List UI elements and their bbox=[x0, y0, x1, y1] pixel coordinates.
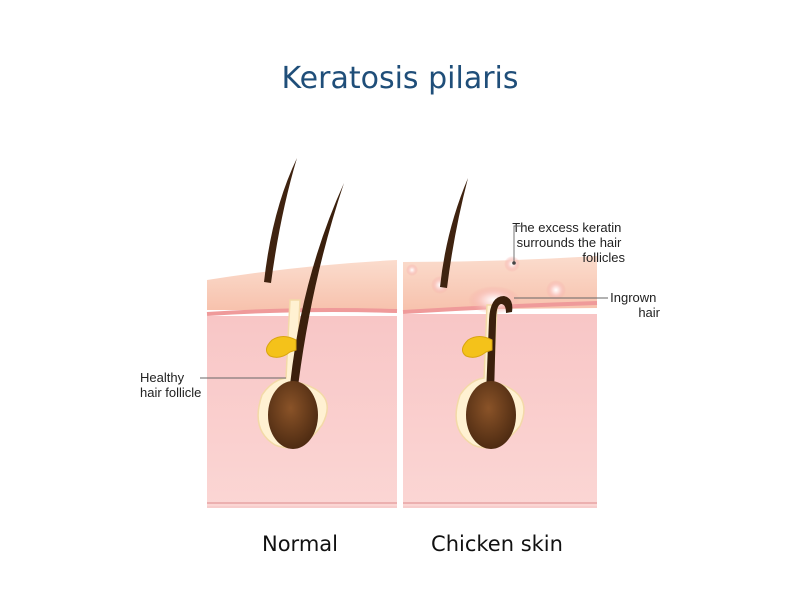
svg-text:Healthy hair follicle: Healthy hair follicle bbox=[140, 370, 201, 400]
normal-basal-layer bbox=[206, 308, 398, 316]
annotation-healthy-line1: Healthy bbox=[140, 370, 185, 385]
svg-text:Ingrown hair: Ingrown hair bbox=[610, 290, 661, 320]
annotation-keratin-line2: surrounds the hair bbox=[517, 235, 622, 250]
ingrown-hair bbox=[486, 296, 513, 395]
normal-hair-left bbox=[264, 158, 297, 283]
normal-sebaceous-gland bbox=[266, 336, 297, 358]
annotation-ingrown-line2: hair bbox=[638, 305, 660, 320]
svg-text:The excess keratin sur: The excess keratin surrounds the hair fo… bbox=[512, 220, 625, 265]
panel-normal: Healthy hair follicle Normal bbox=[140, 158, 398, 556]
annotation-keratin-line3: follicles bbox=[582, 250, 625, 265]
annotation-excess-keratin: The excess keratin surrounds the hair fo… bbox=[512, 220, 625, 265]
annotation-healthy-follicle: Healthy hair follicle bbox=[140, 370, 286, 400]
chicken-sebaceous-gland bbox=[462, 336, 493, 358]
caption-chicken-skin: Chicken skin bbox=[431, 532, 563, 556]
normal-epidermis bbox=[207, 260, 397, 310]
keratin-bump bbox=[504, 256, 520, 272]
normal-hair-bulb bbox=[268, 381, 318, 449]
diagram-title: Keratosis pilaris bbox=[282, 61, 519, 96]
annotation-keratin-line1: The excess keratin bbox=[512, 220, 621, 235]
annotation-healthy-line2: hair follicle bbox=[140, 385, 201, 400]
annotation-ingrown-line1: Ingrown bbox=[610, 290, 656, 305]
chicken-hair-left bbox=[440, 178, 468, 288]
caption-normal: Normal bbox=[262, 532, 338, 556]
keratin-bump bbox=[406, 264, 418, 276]
leader-keratin bbox=[513, 225, 525, 262]
normal-hair-shaft bbox=[289, 183, 344, 395]
keratin-bump bbox=[546, 280, 566, 300]
annotation-ingrown-hair: Ingrown hair bbox=[514, 290, 661, 320]
panel-chicken-skin: The excess keratin surrounds the hair fo… bbox=[402, 178, 661, 556]
chicken-hair-bulb bbox=[466, 381, 516, 449]
